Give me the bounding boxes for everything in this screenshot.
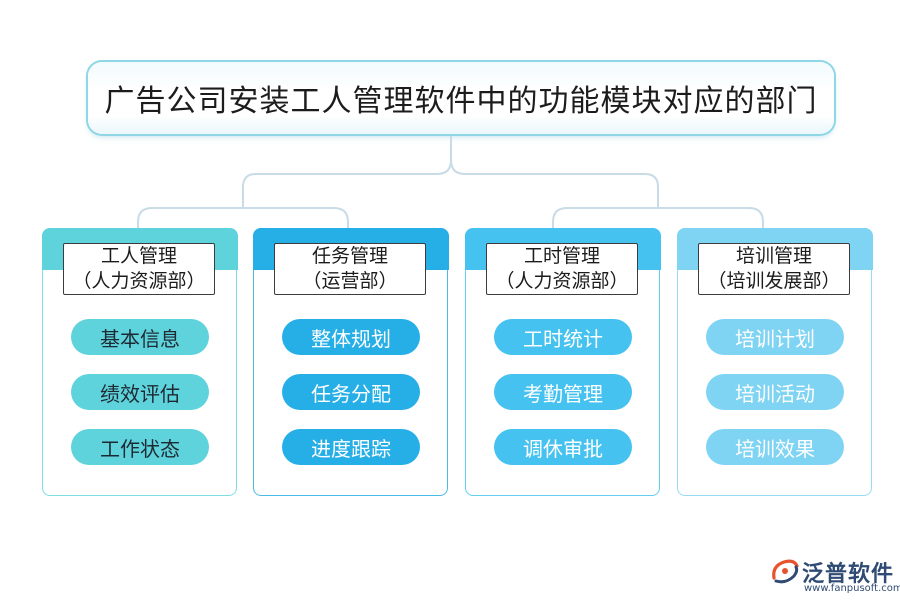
function-pill: 绩效评估 [71, 374, 209, 410]
module-card-task: 任务管理 （运营部） 整体规划 任务分配 进度跟踪 [252, 227, 449, 496]
title-box: 广告公司安装工人管理软件中的功能模块对应的部门 [88, 62, 834, 134]
module-name: 工人管理 [100, 245, 177, 267]
function-pill: 整体规划 [282, 319, 420, 355]
connector-trunk [242, 136, 452, 207]
module-header: 工人管理 （人力资源部） [63, 243, 215, 295]
function-pill: 工作状态 [71, 429, 209, 465]
module-name: 培训管理 [735, 245, 812, 267]
connector-right-branch [552, 207, 764, 228]
connector-left-branch [137, 207, 349, 228]
function-pill: 培训效果 [706, 429, 844, 465]
module-header: 培训管理 （培训发展部） [698, 243, 850, 295]
module-department: （人力资源部） [72, 270, 206, 292]
function-pill: 基本信息 [71, 319, 209, 355]
module-header: 工时管理 （人力资源部） [486, 243, 638, 295]
module-card-worker: 工人管理 （人力资源部） 基本信息 绩效评估 工作状态 [41, 227, 238, 496]
module-department: （运营部） [302, 270, 398, 292]
module-department: （培训发展部） [707, 270, 841, 292]
module-card-worktime: 工时管理 （人力资源部） 工时统计 考勤管理 调休审批 [464, 227, 661, 496]
module-card-training: 培训管理 （培训发展部） 培训计划 培训活动 培训效果 [676, 227, 873, 496]
function-pill: 考勤管理 [494, 374, 632, 410]
module-header: 任务管理 （运营部） [274, 243, 426, 295]
function-pill: 任务分配 [282, 374, 420, 410]
module-name: 工时管理 [523, 245, 600, 267]
function-pill: 培训计划 [706, 319, 844, 355]
brand-name: 泛普软件 [802, 562, 895, 587]
function-pill: 培训活动 [706, 374, 844, 410]
connector-trunk-right [450, 159, 659, 207]
function-pill: 调休审批 [494, 429, 632, 465]
module-department: （人力资源部） [495, 270, 629, 292]
function-pill: 进度跟踪 [282, 429, 420, 465]
module-name: 任务管理 [311, 245, 388, 267]
fanpu-logo-icon [772, 559, 799, 584]
function-pill: 工时统计 [494, 319, 632, 355]
brand-watermark: 泛普软件 www.fanpusoft.com [770, 556, 900, 596]
brand-url: www.fanpusoft.com [804, 583, 900, 594]
diagram-title: 广告公司安装工人管理软件中的功能模块对应的部门 [104, 84, 818, 119]
